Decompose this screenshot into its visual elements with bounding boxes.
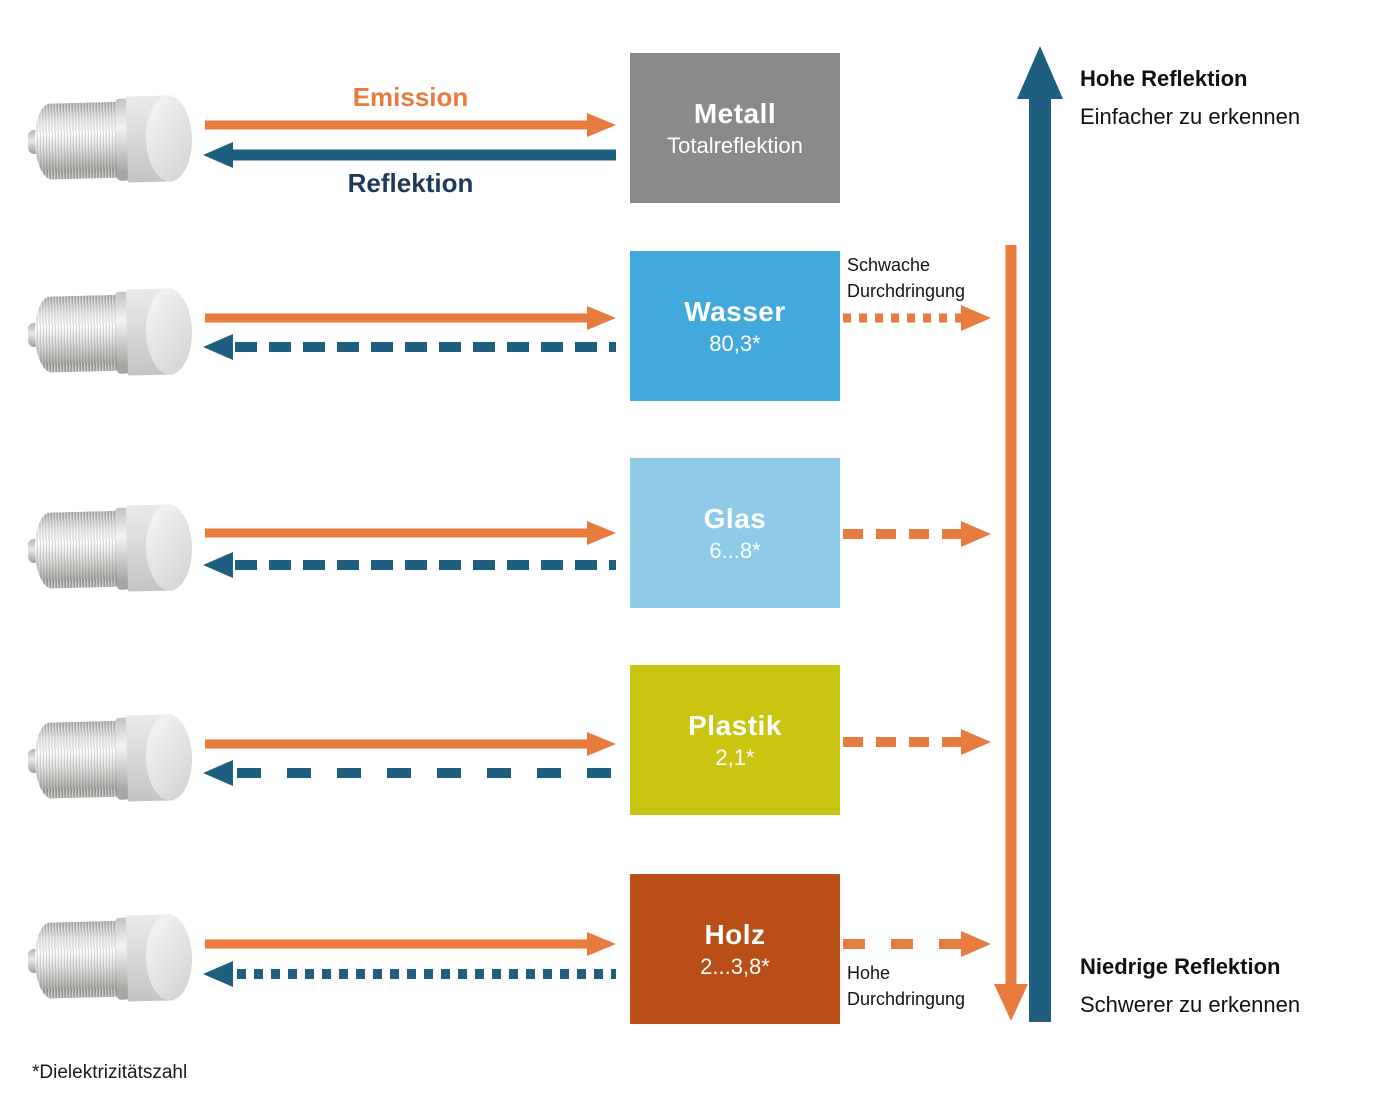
reflection-axis-arrow-up	[1017, 46, 1063, 1022]
sensor-barrel	[34, 294, 122, 373]
material-value: 2...3,8*	[700, 953, 770, 979]
reflection-arrow-wasser	[203, 334, 616, 360]
material-value: 6...8*	[709, 537, 761, 563]
reflection-arrow-plastik	[203, 760, 616, 786]
penetration-arrow-plastik	[843, 729, 991, 755]
sensor-barrel	[34, 101, 122, 180]
emission-arrow-holz	[205, 932, 616, 956]
sensor-barrel	[34, 720, 122, 799]
penetration-arrow-holz	[843, 931, 991, 957]
reflection-label: Reflektion	[347, 168, 474, 198]
emission-arrow-metall	[205, 113, 616, 137]
material-box-holz: Holz 2...3,8*	[630, 874, 840, 1024]
low-reflection-subtitle: Schwerer zu erkennen	[1080, 992, 1301, 1017]
material-name: Glas	[703, 502, 767, 534]
low-reflection-title: Niedrige Reflektion	[1080, 954, 1281, 979]
material-value: Totalreflektion	[667, 132, 803, 158]
material-box-plastik: Plastik 2,1*	[630, 665, 840, 815]
material-name: Wasser	[684, 295, 786, 327]
emission-label: Emission	[352, 82, 469, 112]
material-name: Plastik	[688, 709, 782, 741]
penetration-axis-arrow-down	[994, 245, 1028, 1021]
material-name: Metall	[693, 97, 777, 129]
emission-arrow-plastik	[205, 732, 616, 756]
radar-sensor-wasser	[27, 287, 194, 378]
emission-arrow-glas	[205, 521, 616, 545]
radar-sensor-holz	[27, 913, 194, 1004]
penetration-arrow-wasser	[843, 305, 991, 331]
strong-penetration-label: Hohe Durchdringung	[847, 963, 966, 1010]
material-value: 80,3*	[709, 330, 761, 356]
material-box-glas: Glas 6...8*	[630, 458, 840, 608]
material-value: 2,1*	[715, 744, 755, 770]
penetration-arrow-glas	[843, 521, 991, 547]
emission-arrow-wasser	[205, 306, 616, 330]
sensor-barrel	[34, 920, 122, 999]
weak-penetration-label: Schwache Durchdringung	[847, 255, 966, 302]
dielectric-footnote: *Dielektrizitätszahl	[32, 1062, 188, 1083]
reflection-arrow-glas	[203, 552, 616, 578]
high-reflection-subtitle: Einfacher zu erkennen	[1080, 104, 1301, 129]
radar-sensor-metall	[27, 94, 194, 185]
radar-sensor-glas	[27, 503, 194, 594]
sensor-barrel	[34, 510, 122, 589]
high-reflection-title: Hohe Reflektion	[1080, 66, 1248, 91]
reflection-arrow-holz	[203, 961, 616, 987]
reflection-arrow-metall	[203, 142, 616, 168]
material-box-wasser: Wasser 80,3*	[630, 251, 840, 401]
material-name: Holz	[704, 918, 766, 950]
radar-sensor-plastik	[27, 713, 194, 804]
material-box-metall: Metall Totalreflektion	[630, 53, 840, 203]
